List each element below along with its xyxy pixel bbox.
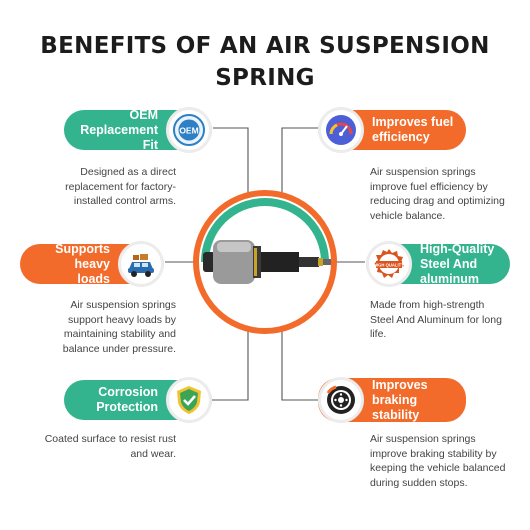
benefit-quality-label: High-Quality Steel And aluminum [420, 241, 495, 286]
benefit-braking-pill: Improves braking stability [318, 377, 466, 423]
benefit-corrosion-pill: Corrosion Protection [64, 377, 212, 423]
benefit-corrosion-label: Corrosion Protection [96, 385, 158, 414]
benefit-fuel-description: Air suspension springs improve fuel effi… [370, 166, 505, 222]
svg-text:HIGH QUALITY: HIGH QUALITY [374, 263, 404, 268]
benefit-loads-label: Supports heavy loads [55, 241, 110, 286]
benefit-braking-label: Improves braking stability [372, 377, 428, 422]
title-line-2: SPRING [215, 65, 315, 91]
connector-oem [213, 127, 249, 205]
benefit-fuel-pill: Improves fuel efficiency [318, 107, 466, 153]
high-quality-badge-icon: HIGH QUALITY [366, 241, 412, 287]
connector-braking [281, 322, 318, 401]
oem-seal-icon: OEM [166, 107, 212, 153]
shield-check-icon [166, 377, 212, 423]
benefit-loads-description: Air suspension springs support heavy loa… [62, 299, 176, 355]
benefit-fuel-label: Improves fuel efficiency [372, 115, 454, 144]
brake-disc-icon [318, 377, 364, 423]
svg-text:OEM: OEM [179, 126, 198, 136]
benefit-oem-pill: OEM Replacement Fit OEM [64, 107, 212, 153]
loaded-car-icon [118, 241, 164, 287]
page-title: BENEFITS OF AN AIR SUSPENSION SPRING [0, 30, 530, 94]
benefit-braking-description: Air suspension springs improve braking s… [370, 433, 506, 489]
fuel-gauge-icon [318, 107, 364, 153]
benefit-oem-label: OEM Replacement Fit [80, 107, 158, 152]
benefit-quality-description: Made from high-strength Steel And Alumin… [370, 299, 502, 340]
benefit-quality-pill: HIGH QUALITY High-Quality Steel And alum… [366, 241, 510, 287]
benefit-corrosion-description: Coated surface to resist rust and wear. [44, 433, 176, 460]
air-suspension-strut-image [203, 240, 331, 284]
connector-fuel [281, 127, 318, 205]
title-line-1: BENEFITS OF AN AIR SUSPENSION [40, 33, 490, 59]
benefit-oem-description: Designed as a direct replacement for fac… [65, 166, 176, 207]
benefit-loads-pill: Supports heavy loads [20, 241, 164, 287]
